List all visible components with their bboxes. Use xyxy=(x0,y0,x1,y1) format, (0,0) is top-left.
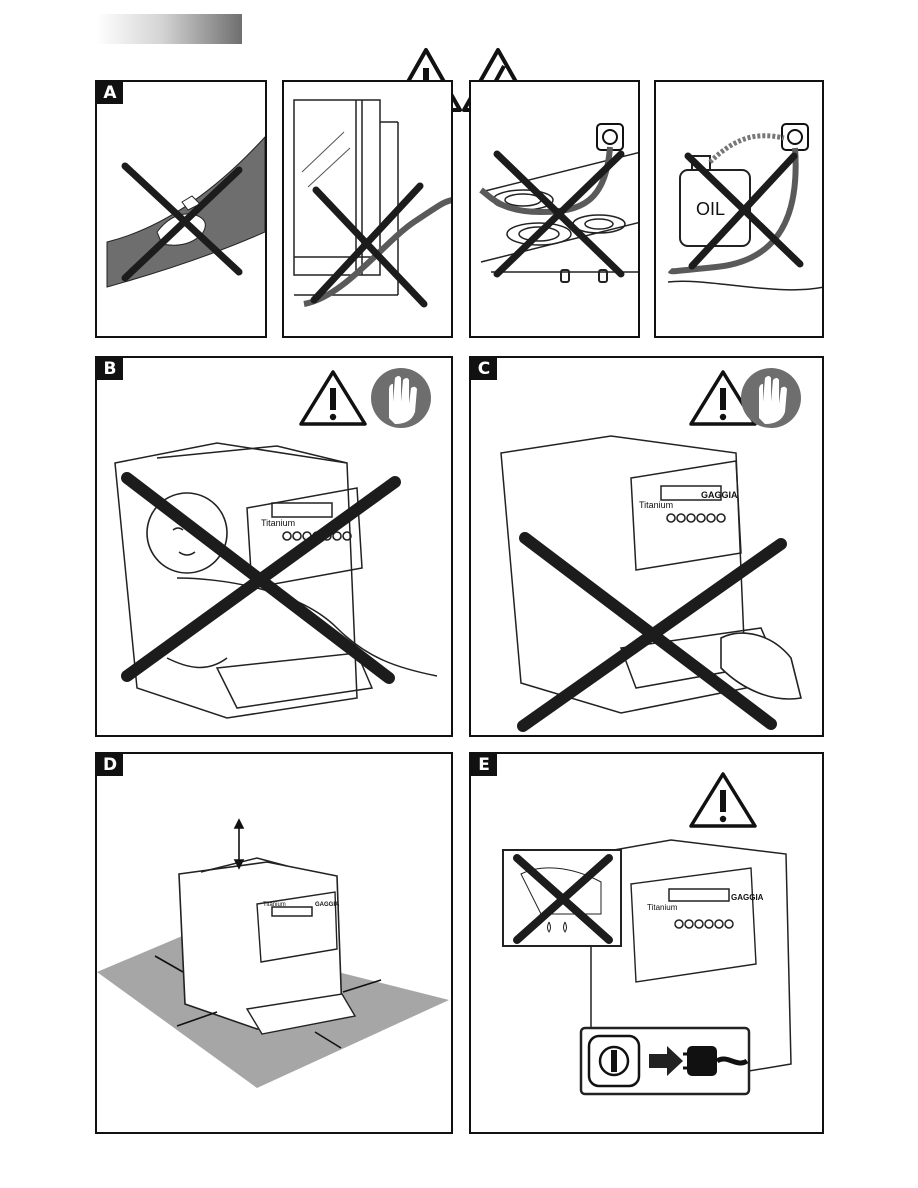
warning-triangle-icon xyxy=(299,370,367,426)
panel-label-a: A xyxy=(97,82,123,104)
plug-icon xyxy=(683,1046,749,1076)
warning-triangle-icon xyxy=(689,772,757,828)
section-header-bar xyxy=(96,14,242,44)
panel-e-unplug: E Titanium GAGGIA xyxy=(469,752,824,1134)
machine-brand: Titanium xyxy=(261,518,295,528)
wall-socket-icon xyxy=(587,1034,641,1088)
prohibition-cross xyxy=(310,182,428,308)
machine-brand: Titanium xyxy=(647,903,678,912)
arrow-right-icon xyxy=(649,1046,683,1076)
stop-hand-icon xyxy=(371,368,431,428)
prohibition-cross xyxy=(121,472,401,684)
panel-b-children: B Titanium xyxy=(95,356,453,737)
wall-socket-icon xyxy=(781,123,809,151)
prohibition-cross xyxy=(517,532,787,732)
prohibition-cross xyxy=(684,152,804,270)
machine-logo: GAGGIA xyxy=(731,893,764,902)
panel-d-clearance: D Titanium GAGGIA xyxy=(95,752,453,1134)
panel-label-c: C xyxy=(471,358,497,380)
prohibition-cross xyxy=(493,150,625,278)
panel-label-b: B xyxy=(97,358,123,380)
prohibition-cross xyxy=(121,162,243,282)
machine-brand: Titanium xyxy=(263,902,286,908)
panel-label-d: D xyxy=(97,754,123,776)
prohibition-cross xyxy=(513,854,613,944)
panel-a-oil: OIL xyxy=(654,80,824,338)
machine-logo: GAGGIA xyxy=(701,490,738,500)
wall-socket-icon xyxy=(596,123,624,151)
oil-can-label: OIL xyxy=(696,199,725,219)
machine-logo: GAGGIA xyxy=(315,902,340,908)
panel-a-cable-stove xyxy=(469,80,640,338)
panel-label-e: E xyxy=(471,754,497,776)
warning-triangle-icon xyxy=(689,370,757,426)
panel-c-cleaning: C Titanium GAGGIA xyxy=(469,356,824,737)
panel-a-cable-door xyxy=(282,80,453,338)
panel-a-cable-pull: A xyxy=(95,80,267,338)
machine-brand: Titanium xyxy=(639,500,673,510)
stop-hand-icon xyxy=(741,368,801,428)
clearance-arrows xyxy=(154,818,382,1049)
